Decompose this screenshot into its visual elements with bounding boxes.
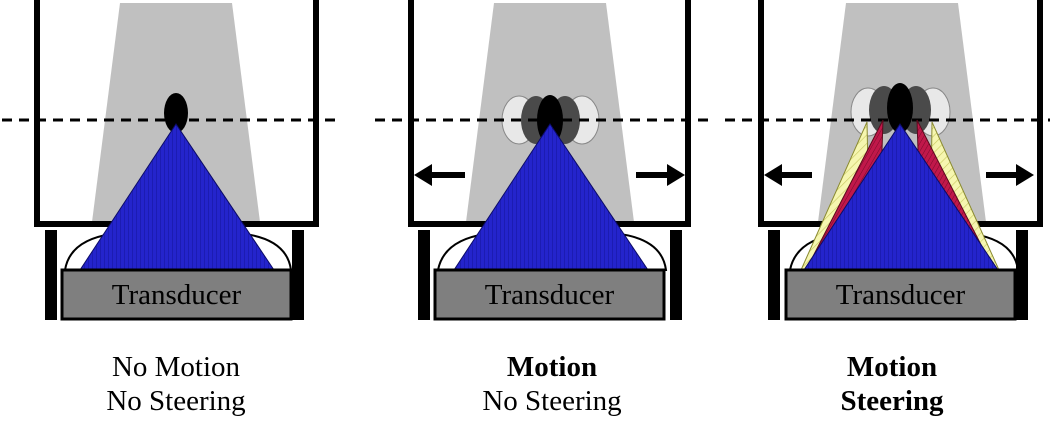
transducer-label: Transducer [485,279,615,311]
caption-panel-1: No Motion No Steering [26,350,326,418]
caption-panel-3: Motion Steering [742,350,1042,418]
transducer-label: Transducer [836,279,966,311]
motion-arrow-right-icon [986,164,1034,186]
panel-motion-steering: Transducer [725,0,1050,321]
motion-arrow-left-icon [414,164,465,186]
caption-line-1: Motion [846,351,938,383]
transducer-label: Transducer [112,279,242,311]
transducer [60,268,293,321]
panel-motion-no-steering: Transducer [375,0,715,321]
transducer [784,268,1017,321]
caption-line-1: Motion [506,351,598,383]
panel-no-motion: Transducer [2,0,340,321]
caption-line-2: Steering [840,385,944,417]
motion-arrow-right-icon [636,164,685,186]
transducer-right-wall [1016,230,1028,320]
caption-line-2: No Steering [106,385,246,417]
caption-line-1: No Motion [111,351,241,383]
caption-panel-2: Motion No Steering [402,350,702,418]
transducer-left-wall [45,230,57,320]
transducer-left-wall [418,230,430,320]
transducer-right-wall [670,230,682,320]
transducer [433,268,666,321]
transducer-right-wall [292,230,304,320]
motion-arrow-left-icon [764,164,812,186]
target-point [887,83,913,133]
caption-line-2: No Steering [482,385,622,417]
target-point [164,93,188,133]
transducer-left-wall [768,230,780,320]
